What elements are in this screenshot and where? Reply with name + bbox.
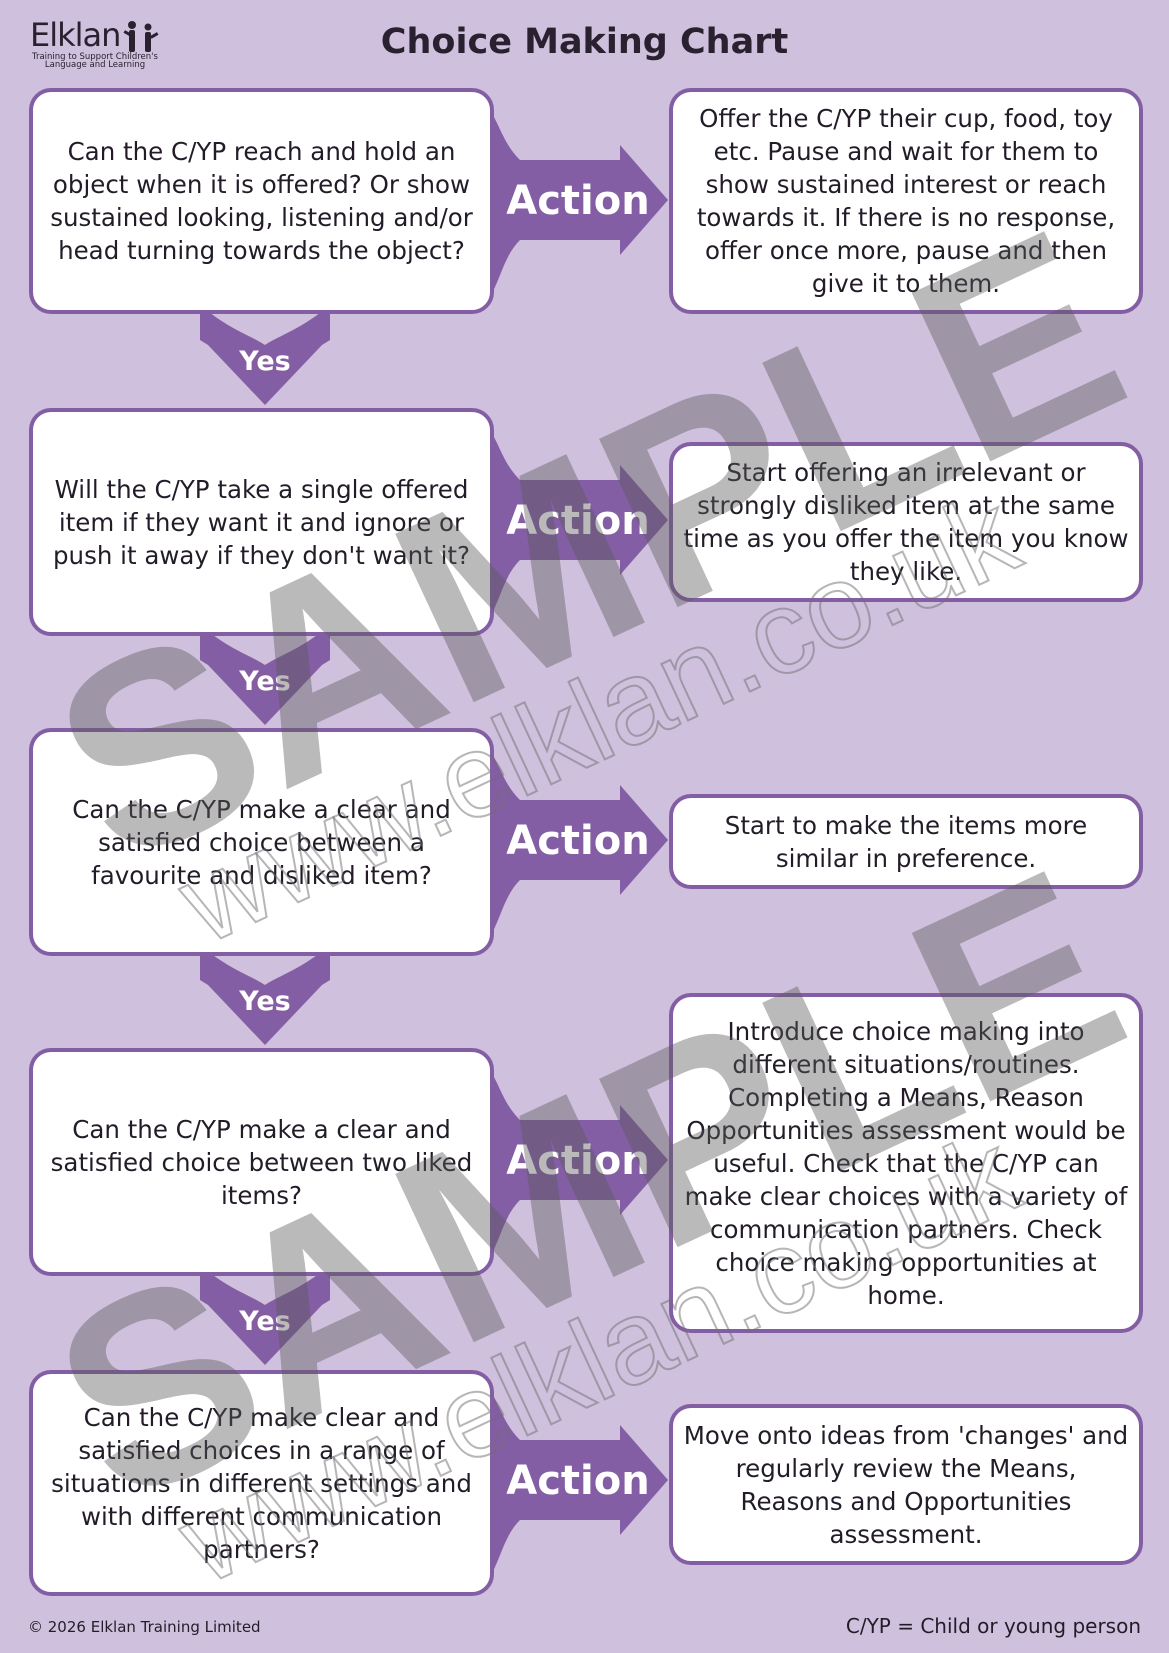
action-box-1: Offer the C/YP their cup, food, toy etc.…	[669, 88, 1143, 314]
action-box-5: Move onto ideas from 'changes' and regul…	[669, 1404, 1143, 1565]
action-arrow-4	[480, 1055, 668, 1270]
action-arrow-3	[480, 735, 668, 950]
question-box-4: Can the C/YP make a clear and satisfied …	[29, 1048, 494, 1276]
action-box-4: Introduce choice making into different s…	[669, 993, 1143, 1333]
action-label-2: Action	[506, 498, 649, 544]
action-box-3: Start to make the items more similar in …	[669, 794, 1143, 889]
yes-arrow-4	[200, 1265, 330, 1365]
copyright-text: © 2026 Elklan Training Limited	[28, 1618, 261, 1636]
yes-label-4: Yes	[238, 1306, 290, 1337]
logo-tagline-2: Language and Learning	[44, 60, 146, 70]
action-arrow-1	[480, 95, 668, 310]
action-box-2: Start offering an irrelevant or strongly…	[669, 442, 1143, 602]
logo-brand: Elklan	[30, 16, 121, 54]
question-box-2: Will the C/YP take a single offered item…	[29, 408, 494, 636]
action-arrow-2	[480, 415, 668, 630]
yes-arrow-1	[200, 305, 330, 405]
abbreviation-key: C/YP = Child or young person	[845, 1614, 1141, 1638]
action-arrow-5	[480, 1375, 668, 1590]
action-label-3: Action	[506, 818, 649, 864]
people-figures-icon	[123, 21, 159, 52]
question-box-5: Can the C/YP make clear and satisfied ch…	[29, 1370, 494, 1596]
action-label-5: Action	[506, 1458, 649, 1504]
yes-arrow-3	[200, 945, 330, 1045]
yes-label-2: Yes	[238, 666, 290, 697]
yes-arrow-2	[200, 625, 330, 725]
question-box-3: Can the C/YP make a clear and satisfied …	[29, 728, 494, 956]
page-title: Choice Making Chart	[380, 22, 789, 62]
logo-tagline-1: Training to Support Children's	[32, 52, 158, 62]
elklan-logo: Elklan Training to Support Children's La…	[30, 16, 170, 70]
yes-label-3: Yes	[238, 986, 290, 1017]
action-label-4: Action	[506, 1138, 649, 1184]
yes-label-1: Yes	[238, 346, 290, 377]
question-box-1: Can the C/YP reach and hold an object wh…	[29, 88, 494, 314]
action-label-1: Action	[506, 178, 649, 224]
